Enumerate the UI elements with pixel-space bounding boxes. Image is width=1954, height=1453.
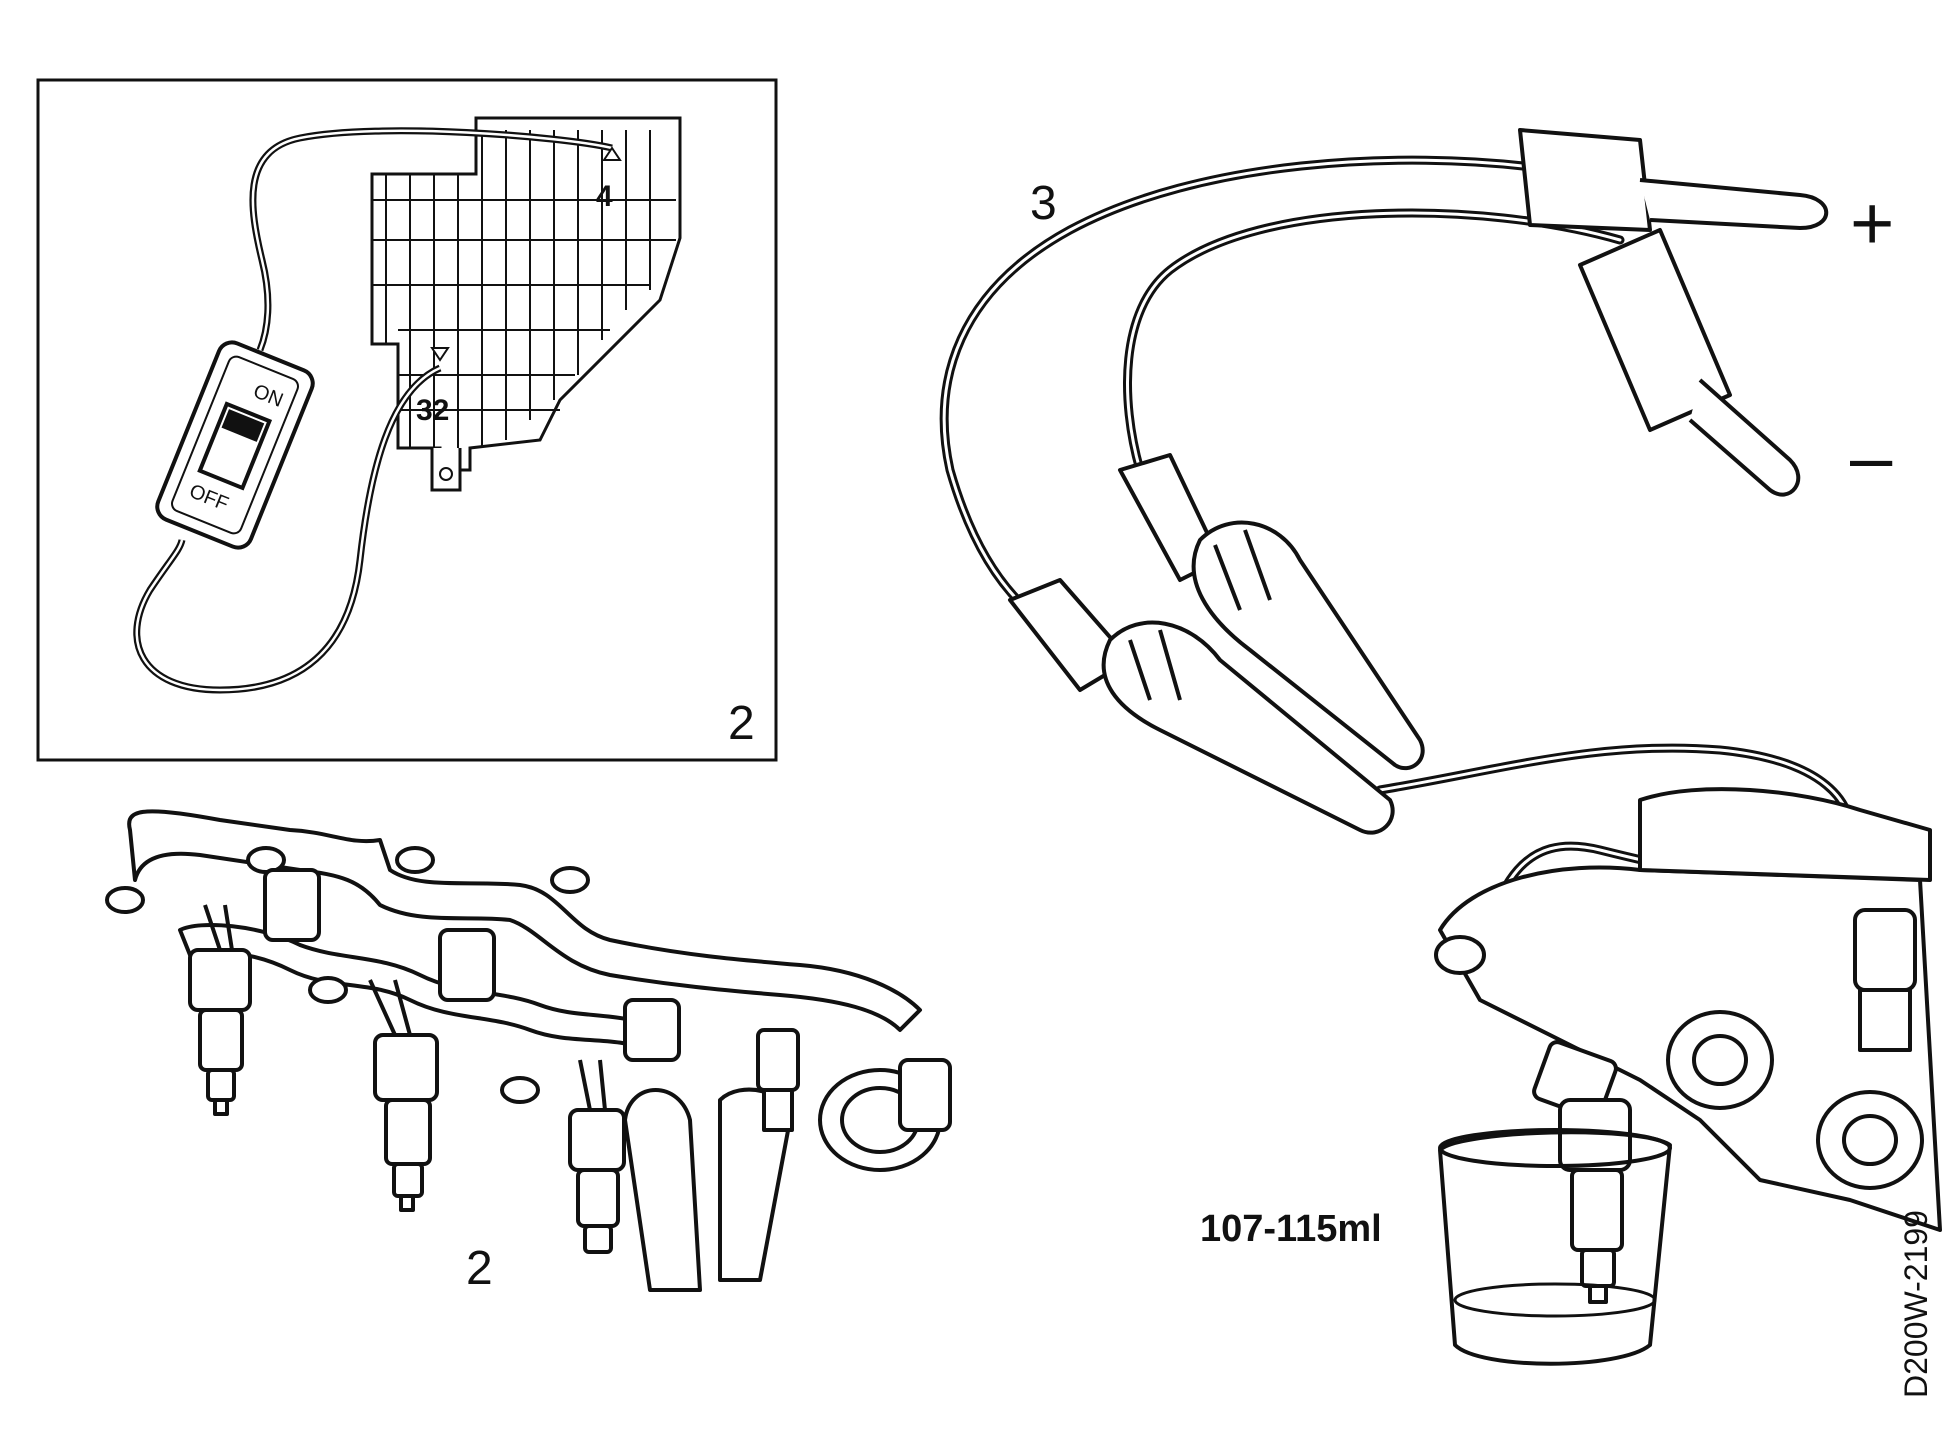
pressure-regulator bbox=[818, 1058, 952, 1172]
fuse-4-label: 4 bbox=[596, 180, 613, 213]
cable-connector bbox=[1008, 578, 1395, 835]
drawing-code: D200W-2199 bbox=[1898, 1210, 1934, 1398]
minus-sign: – bbox=[1850, 415, 1893, 500]
plus-plug bbox=[1518, 128, 1829, 232]
injector bbox=[568, 1059, 626, 1254]
fuel-level bbox=[1453, 1282, 1657, 1318]
rail-callout-number: 2 bbox=[466, 1242, 493, 1295]
fuel-hose bbox=[623, 1088, 702, 1292]
inset-callout-number: 2 bbox=[728, 697, 755, 750]
measuring-beaker bbox=[1438, 1128, 1672, 1366]
inset-frame bbox=[36, 78, 778, 762]
cable-callout-number: 3 bbox=[1030, 177, 1057, 230]
minus-plug bbox=[1578, 228, 1801, 497]
fuse-32-marker bbox=[430, 347, 450, 362]
injector bbox=[188, 904, 252, 1116]
plus-sign: + bbox=[1850, 181, 1895, 266]
injector-rail-assembly bbox=[105, 809, 952, 1292]
test-valve bbox=[1853, 908, 1917, 992]
fuse-32-label: 32 bbox=[416, 394, 450, 427]
test-valve bbox=[756, 1028, 800, 1092]
fuse-switch-inset: ON OFF bbox=[36, 78, 778, 762]
injector bbox=[368, 979, 439, 1212]
test-cable-plugs bbox=[1008, 128, 1829, 835]
fuel-rail bbox=[127, 809, 922, 1032]
fuse-4-marker bbox=[602, 146, 622, 161]
rail-tab bbox=[105, 886, 145, 914]
injector-under-test bbox=[1558, 1098, 1632, 1304]
cable-connector bbox=[1118, 453, 1425, 771]
on-off-switch bbox=[155, 340, 315, 550]
injector-test-assembly bbox=[1434, 787, 1942, 1366]
volume-spec: 107-115ml bbox=[1200, 1208, 1382, 1250]
fuse-grid bbox=[372, 130, 676, 448]
